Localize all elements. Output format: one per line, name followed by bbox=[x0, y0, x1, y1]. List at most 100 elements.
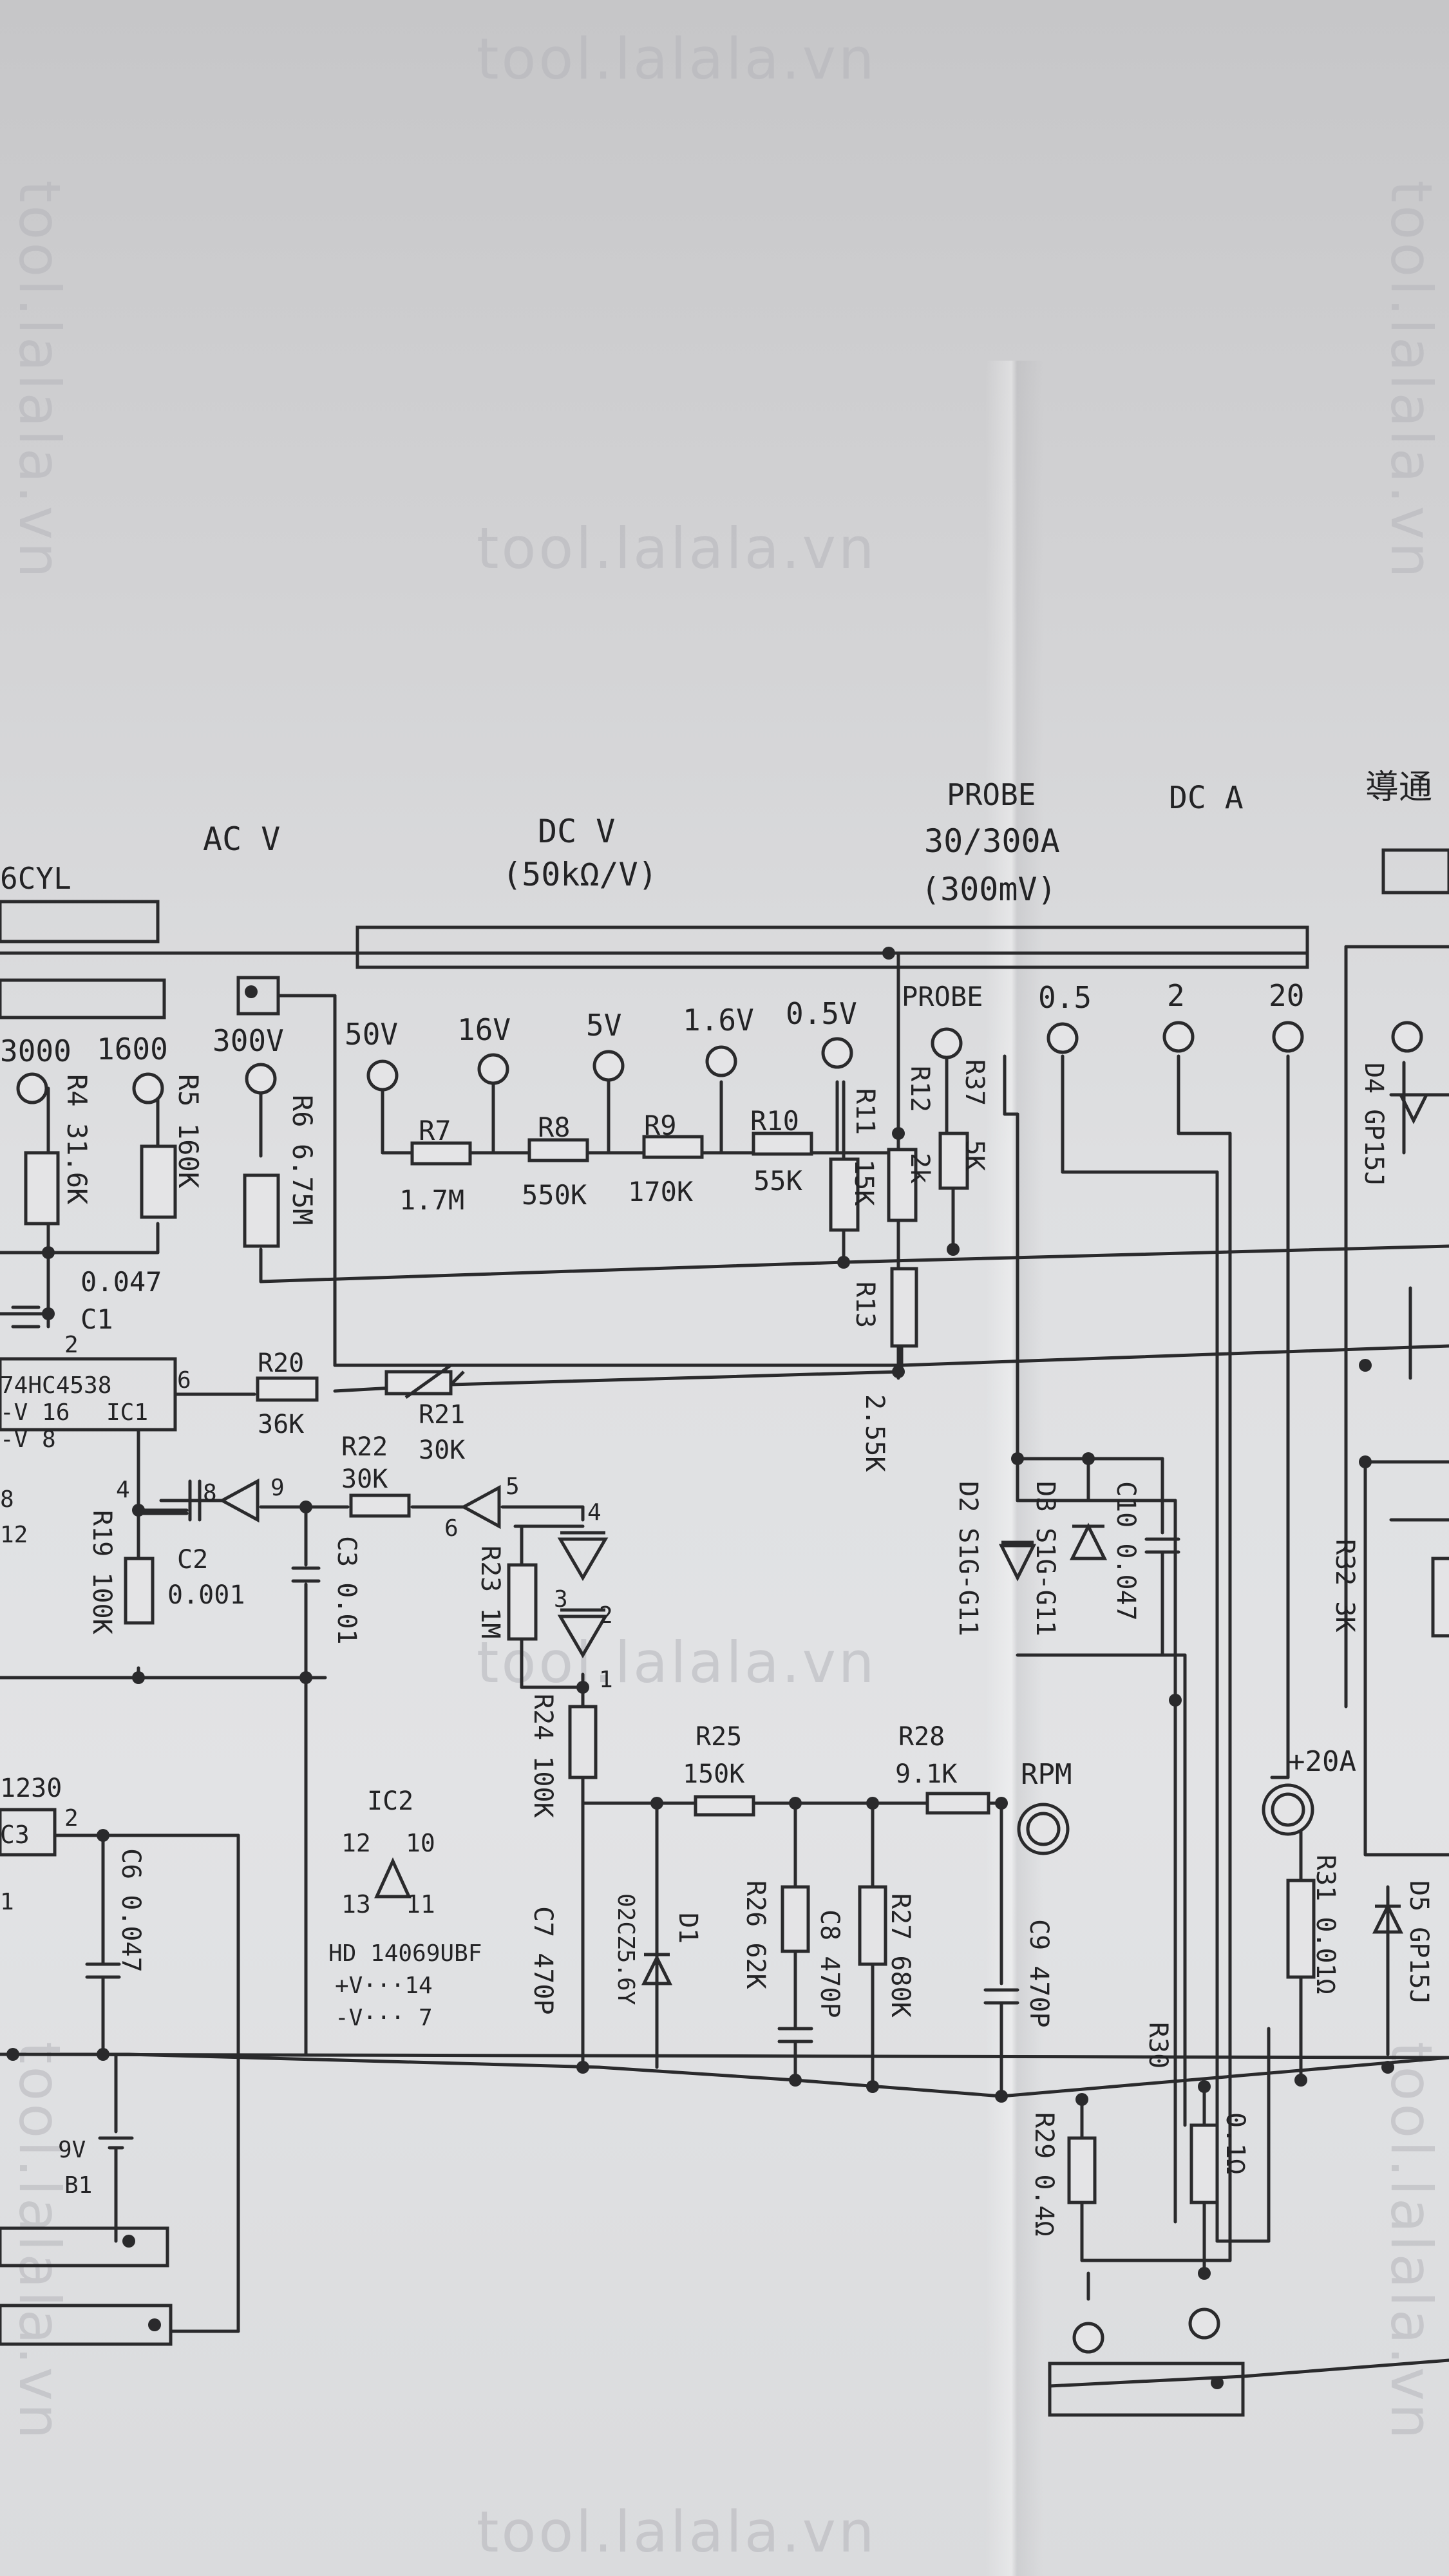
terminal-16v: 16V bbox=[457, 1012, 511, 1047]
watermark-left-bottom: tool.lalala.vn bbox=[6, 2041, 73, 2442]
label-ic1-part: 74HC4538 bbox=[0, 1372, 111, 1399]
watermark-top: tool.lalala.vn bbox=[477, 26, 877, 92]
label-dc-a: DC A bbox=[1169, 780, 1244, 816]
terminal-2a: 2 bbox=[1167, 978, 1185, 1013]
pin-diode-2: 2 bbox=[599, 1602, 613, 1629]
label-ic2-pin13: 13 bbox=[341, 1890, 371, 1918]
label-r6: R6 6.75M bbox=[287, 1095, 318, 1225]
label-r22-value: 30K bbox=[341, 1464, 388, 1494]
label-r5: R5 160K bbox=[173, 1074, 204, 1189]
terminal-plus-20a: +20A bbox=[1288, 1745, 1356, 1778]
label-ic1-vee: -V 8 bbox=[0, 1426, 56, 1453]
label-r28: R28 bbox=[898, 1722, 945, 1752]
label-r12-value: 2k bbox=[905, 1153, 934, 1184]
pin-diode-4: 4 bbox=[587, 1499, 601, 1526]
label-r28-value: 9.1K bbox=[895, 1759, 957, 1789]
terminal-1600: 1600 bbox=[97, 1032, 168, 1066]
pin-ic1-8: 8 bbox=[0, 1486, 14, 1513]
label-r30: R30 bbox=[1143, 2022, 1173, 2069]
pin-ic1-12: 12 bbox=[0, 1522, 28, 1548]
terminal-probe: PROBE bbox=[902, 981, 983, 1012]
label-c9: C9 470P bbox=[1024, 1919, 1054, 2028]
label-d5: D5 GP15J bbox=[1404, 1880, 1434, 2005]
label-b1: B1 bbox=[64, 2172, 92, 2199]
label-r10-value: 55K bbox=[753, 1165, 803, 1197]
label-dc-v: DC V bbox=[538, 813, 615, 850]
label-r22: R22 bbox=[341, 1432, 388, 1462]
pin-buffer-9: 9 bbox=[270, 1475, 285, 1501]
terminal-0-5a: 0.5 bbox=[1038, 980, 1092, 1015]
watermark-left: tool.lalala.vn bbox=[6, 180, 73, 581]
label-r13-value: 2.55K bbox=[860, 1394, 889, 1472]
terminal-50v: 50V bbox=[345, 1017, 398, 1052]
label-r26: R26 62K bbox=[741, 1880, 770, 1989]
terminal-3000: 3000 bbox=[0, 1034, 71, 1068]
label-c6: C6 0.047 bbox=[116, 1848, 146, 1973]
terminal-0-5v: 0.5V bbox=[786, 996, 857, 1031]
terminal-1-6v: 1.6V bbox=[683, 1003, 754, 1037]
paper-fold bbox=[985, 361, 1043, 2576]
label-r25: R25 bbox=[696, 1722, 742, 1752]
label-r20: R20 bbox=[258, 1349, 304, 1378]
watermark-middle: tool.lalala.vn bbox=[477, 515, 877, 582]
label-1230: 1230 bbox=[0, 1774, 62, 1803]
label-probe: PROBE bbox=[947, 777, 1036, 812]
label-ac-v: AC V bbox=[203, 820, 280, 858]
label-ic2-vee: -V··· 7 bbox=[335, 2005, 433, 2031]
label-r10: R10 bbox=[750, 1105, 799, 1137]
pin-c1-2: 2 bbox=[64, 1332, 79, 1358]
label-d3: D3 S1G-G11 bbox=[1030, 1481, 1060, 1636]
label-continuity: 導通 bbox=[1365, 768, 1432, 807]
terminal-300v: 300V bbox=[213, 1023, 284, 1058]
pin-buffer-5: 5 bbox=[506, 1473, 520, 1500]
label-r21-value: 30K bbox=[419, 1435, 465, 1465]
label-r29: R29 0.4Ω bbox=[1029, 2112, 1059, 2237]
label-ic1-name: IC1 bbox=[106, 1399, 148, 1426]
label-r37-value: 5K bbox=[960, 1140, 989, 1171]
label-c3-box: C3 bbox=[0, 1821, 30, 1849]
label-d1: D1 bbox=[673, 1913, 703, 1944]
label-6cyl: 6CYL bbox=[0, 861, 71, 896]
label-r11: R11 bbox=[850, 1088, 880, 1135]
label-r12: R12 bbox=[905, 1066, 934, 1112]
label-r7-value: 1.7M bbox=[399, 1184, 464, 1216]
pin-diode-3: 3 bbox=[554, 1586, 568, 1613]
label-zener: 02CZ5.6Y bbox=[612, 1893, 639, 2005]
label-c10: C10 0.047 bbox=[1111, 1481, 1141, 1621]
label-r9: R9 bbox=[644, 1110, 677, 1141]
pin-buffer-6: 6 bbox=[444, 1515, 459, 1542]
watermark-bottom: tool.lalala.vn bbox=[477, 2499, 877, 2565]
label-dc-v-sensitivity: (50kΩ/V) bbox=[502, 856, 658, 893]
watermark-right: tool.lalala.vn bbox=[1378, 180, 1444, 581]
label-ic2-pin12: 12 bbox=[341, 1829, 371, 1857]
label-c8: C8 470P bbox=[815, 1909, 844, 2018]
label-d4: D4 GP15J bbox=[1359, 1063, 1388, 1187]
label-ic2-pin10: 10 bbox=[406, 1829, 435, 1857]
label-r27: R27 680K bbox=[886, 1893, 915, 2018]
label-ic1-vcc: -V 16 bbox=[0, 1399, 70, 1426]
label-ic2-chip: HD 14069UBF bbox=[328, 1940, 482, 1967]
label-b1-voltage: 9V bbox=[58, 2137, 86, 2163]
label-c2-value: 0.001 bbox=[167, 1580, 245, 1610]
label-r9-value: 170K bbox=[628, 1176, 694, 1208]
label-r8: R8 bbox=[538, 1112, 571, 1143]
label-ic2-vcc: +V···14 bbox=[335, 1973, 433, 1999]
label-r23: R23 1M bbox=[475, 1546, 505, 1639]
label-r13: R13 bbox=[850, 1282, 880, 1328]
watermark-lower: tool.lalala.vn bbox=[477, 1629, 877, 1696]
label-r31: R31 0.01Ω bbox=[1311, 1855, 1340, 1994]
terminal-20a: 20 bbox=[1269, 978, 1304, 1013]
watermark-right-bottom: tool.lalala.vn bbox=[1378, 2041, 1444, 2442]
label-r20-value: 36K bbox=[258, 1410, 304, 1439]
label-c3: C3 0.01 bbox=[332, 1536, 361, 1645]
label-r24: R24 100K bbox=[528, 1694, 558, 1818]
label-r11-value: 15K bbox=[849, 1159, 878, 1206]
label-r30-value: 0.1Ω bbox=[1220, 2112, 1250, 2174]
terminal-5v: 5V bbox=[586, 1008, 621, 1043]
label-probe-mv: (300mV) bbox=[921, 871, 1057, 908]
label-r19: R19 100K bbox=[87, 1510, 117, 1634]
pin-ic1-6: 6 bbox=[177, 1367, 191, 1394]
label-c1: C1 bbox=[80, 1303, 113, 1335]
label-ic2-pin11: 11 bbox=[406, 1890, 435, 1918]
